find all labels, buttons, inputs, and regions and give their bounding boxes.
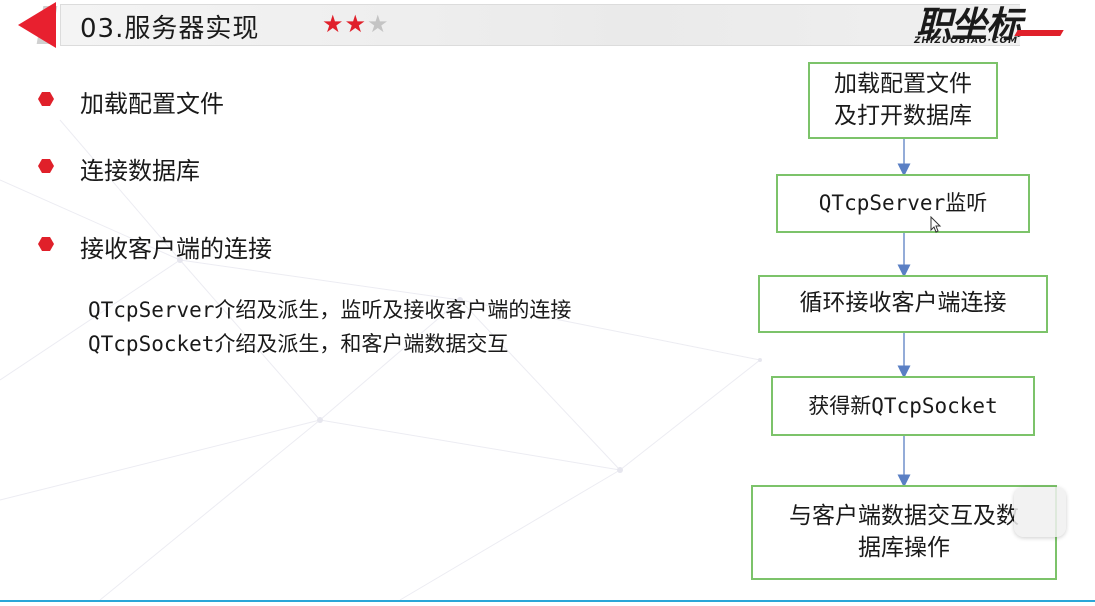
logo-text: 职坐标 bbox=[916, 5, 1022, 46]
bullet-item: 加载配置文件 bbox=[80, 90, 224, 118]
flow-step-load-config: 加载配置文件 及打开数据库 bbox=[808, 62, 998, 139]
logo-accent-stripe bbox=[1014, 30, 1064, 36]
flow-step-text: 及打开数据库 bbox=[834, 102, 972, 129]
bullet-item: 连接数据库 bbox=[80, 157, 200, 185]
logo-subtext: ZHIZUOBIAO·COM bbox=[914, 36, 1019, 46]
floating-overlay-button[interactable] bbox=[1014, 487, 1066, 537]
detail-line: QTcpServer介绍及派生，监听及接收客户端的连接 bbox=[88, 298, 572, 322]
slide-title: 03.服务器实现 bbox=[80, 14, 260, 44]
flow-step-new-socket: 获得新QTcpSocket bbox=[771, 376, 1035, 436]
star-empty-icon: ★ bbox=[367, 10, 390, 38]
difficulty-rating: ★★★ bbox=[322, 10, 390, 38]
bullet-hexagon-icon bbox=[38, 237, 54, 251]
mouse-cursor-icon bbox=[930, 216, 942, 233]
flow-step-text: 据库操作 bbox=[858, 534, 950, 561]
brand-logo: 职坐标 ZHIZUOBIAO·COM bbox=[908, 0, 1083, 50]
flow-step-text: QTcpServer监听 bbox=[818, 191, 988, 216]
flow-step-text: 循环接收客户端连接 bbox=[799, 290, 1007, 317]
star-filled-icon: ★ bbox=[322, 10, 345, 38]
slide-header: 03.服务器实现 ★★★ 职坐标 ZHIZUOBIAO·COM bbox=[0, 0, 1095, 52]
back-arrow-icon[interactable] bbox=[18, 2, 56, 48]
flow-step-text: 获得新QTcpSocket bbox=[808, 393, 998, 418]
bullet-item: 接收客户端的连接 bbox=[80, 235, 272, 263]
flow-step-data-exchange: 与客户端数据交互及数 据库操作 bbox=[751, 485, 1057, 580]
flow-step-server-listen: QTcpServer监听 bbox=[776, 174, 1030, 233]
flow-step-accept-loop: 循环接收客户端连接 bbox=[758, 275, 1048, 333]
bullet-hexagon-icon bbox=[38, 92, 54, 106]
flow-step-text: 与客户端数据交互及数 bbox=[789, 503, 1019, 530]
footer-divider bbox=[0, 600, 1095, 602]
header-bar bbox=[60, 4, 1020, 46]
flow-step-text: 加载配置文件 bbox=[834, 71, 972, 98]
star-filled-icon: ★ bbox=[344, 10, 368, 38]
bullet-hexagon-icon bbox=[38, 159, 54, 173]
detail-line: QTcpSocket介绍及派生，和客户端数据交互 bbox=[88, 332, 509, 356]
